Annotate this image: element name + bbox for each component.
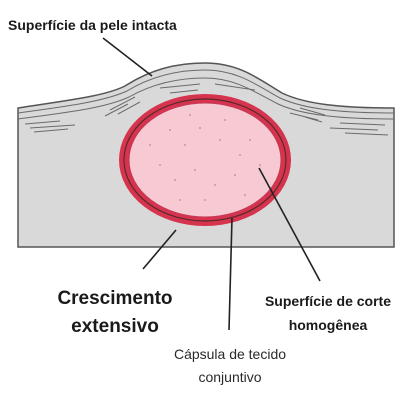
label-capsule-line2: conjuntivo <box>140 366 320 389</box>
leader-intact-skin <box>103 38 152 76</box>
label-capsule: Cápsula de tecido conjuntivo <box>140 343 320 389</box>
label-cut-surface-line2: homogênea <box>238 313 413 337</box>
label-cut-surface-line1: Superfície de corte <box>238 289 413 313</box>
label-cut-surface: Superfície de corte homogênea <box>238 289 413 337</box>
label-growth-line1: Crescimento <box>40 285 190 313</box>
label-capsule-line1: Cápsula de tecido <box>140 343 320 366</box>
label-intact-skin: Superfície da pele intacta <box>8 17 177 33</box>
label-extensive-growth: Crescimento extensivo <box>40 285 190 341</box>
label-growth-line2: extensivo <box>40 313 190 341</box>
